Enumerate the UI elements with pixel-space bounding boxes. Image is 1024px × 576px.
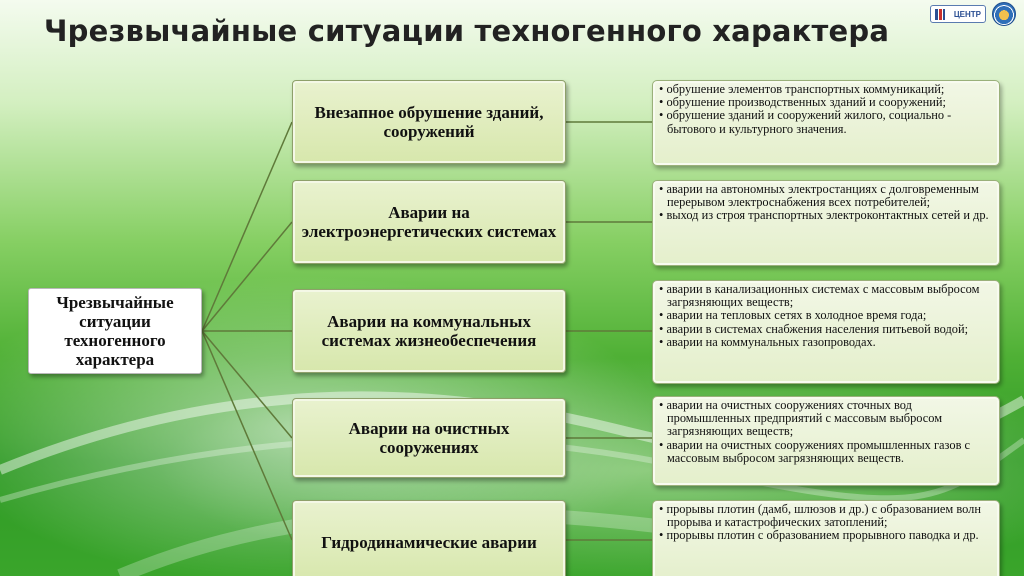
center-logo: ЦЕНТР [930,5,986,23]
category-node-collapse: Внезапное обрушение зданий, сооружений [292,80,566,164]
detail-item: обрушение производственных зданий и соор… [659,96,993,109]
category-label: Аварии на коммунальных системах жизнеобе… [321,312,537,350]
category-node-utilities: Аварии на коммунальных системах жизнеобе… [292,289,566,373]
connector-root-cat4 [201,330,293,439]
connector-root-cat1 [201,121,293,332]
category-node-power: Аварии на электроэнергетических системах [292,180,566,264]
detail-item: выход из строя транспортных электроконта… [659,209,993,222]
center-logo-text: ЦЕНТР [953,9,981,19]
detail-box-treatment: аварии на очистных сооружениях сточных в… [652,396,1000,486]
detail-box-utilities: аварии в канализационных системах с масс… [652,280,1000,384]
detail-list: обрушение элементов транспортных коммуни… [659,82,993,136]
detail-item: обрушение зданий и сооружений жилого, со… [659,109,993,136]
category-node-hydro: Гидродинамические аварии [292,500,566,576]
category-label: Гидродинамические аварии [321,532,537,552]
detail-list: прорывы плотин (дамб, шлюзов и др.) с об… [659,502,993,543]
emblem-icon [992,2,1016,26]
connector-root-cat2 [201,221,293,332]
detail-item: прорывы плотин с образованием прорывного… [659,529,993,542]
detail-item: аварии на очистных сооружениях сточных в… [659,398,993,439]
detail-box-collapse: обрушение элементов транспортных коммуни… [652,80,1000,166]
category-node-treatment: Аварии на очистных сооружениях [292,398,566,478]
root-node: Чрезвычайные ситуации техногенного харак… [28,288,202,374]
root-node-label: Чрезвычайные ситуации техногенного харак… [56,293,174,369]
detail-list: аварии в канализационных системах с масс… [659,282,993,349]
category-label: Аварии на очистных сооружениях [348,419,510,457]
detail-box-power: аварии на автономных электростанциях с д… [652,180,1000,266]
detail-box-hydro: прорывы плотин (дамб, шлюзов и др.) с об… [652,500,1000,576]
category-label: Аварии на электроэнергетических системах [301,203,557,241]
detail-item: аварии в канализационных системах с масс… [659,282,993,309]
connector-root-cat5 [201,330,293,541]
detail-item: аварии на тепловых сетях в холодное врем… [659,309,993,322]
slide-title: Чрезвычайные ситуации техногенного харак… [44,14,890,48]
detail-list: аварии на очистных сооружениях сточных в… [659,398,993,465]
detail-item: аварии в системах снабжения населения пи… [659,322,993,336]
detail-item: прорывы плотин (дамб, шлюзов и др.) с об… [659,502,993,529]
detail-item: обрушение элементов транспортных коммуни… [659,82,993,96]
detail-item: аварии на автономных электростанциях с д… [659,182,993,209]
detail-list: аварии на автономных электростанциях с д… [659,182,993,223]
category-label: Внезапное обрушение зданий, сооружений [314,103,544,141]
detail-item: аварии на коммунальных газопроводах. [659,335,993,349]
logos: ЦЕНТР [930,2,1016,26]
detail-item: аварии на очистных сооружениях промышлен… [659,438,993,465]
